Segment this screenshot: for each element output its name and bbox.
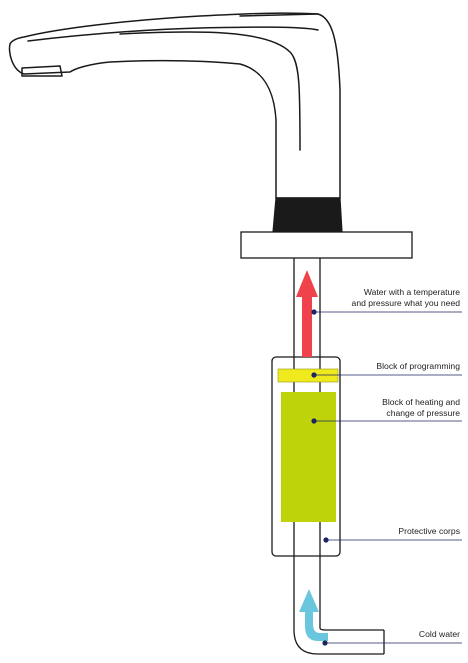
hot-water-arrow [296,270,318,357]
label-heating-line1: Block of heating and [382,397,460,407]
inlet-pipe-inner [319,627,384,631]
mounting-plate [240,231,413,259]
label-water-out: Water with a temperature and pressure wh… [352,287,460,309]
label-protective-text: Protective corps [398,526,460,536]
label-heating-line2: change of pressure [386,408,460,418]
label-cold-water-text: Cold water [418,629,460,639]
label-cold-water: Cold water [419,629,460,640]
label-programming: Block of programming [376,361,460,372]
label-programming-text: Block of programming [376,361,460,371]
spout-outline [8,12,341,199]
heating-block [281,392,336,522]
inlet-pipe [293,627,385,655]
label-water-out-line2: and pressure what you need [351,298,460,308]
spout-upper-contour [27,26,319,42]
spout-inner-curve [119,31,301,151]
marker-dots [311,309,329,646]
faucet-spout [8,12,341,199]
spout-top-ridge [239,13,319,17]
label-heating: Block of heating and change of pressure [382,397,460,419]
faucet-base [272,197,343,233]
leader-lines [314,311,462,644]
marker-water-out [311,309,317,315]
marker-protective [323,537,329,543]
label-water-out-line1: Water with a temperature [363,287,460,297]
spout-nozzle [21,65,63,77]
cold-water-arrow [299,589,328,641]
marker-cold-water [322,640,328,646]
programming-block [277,368,339,383]
inlet-pipe-outer [293,629,384,655]
label-protective: Protective corps [398,526,460,537]
marker-programming [311,372,317,378]
marker-heating [311,418,317,424]
